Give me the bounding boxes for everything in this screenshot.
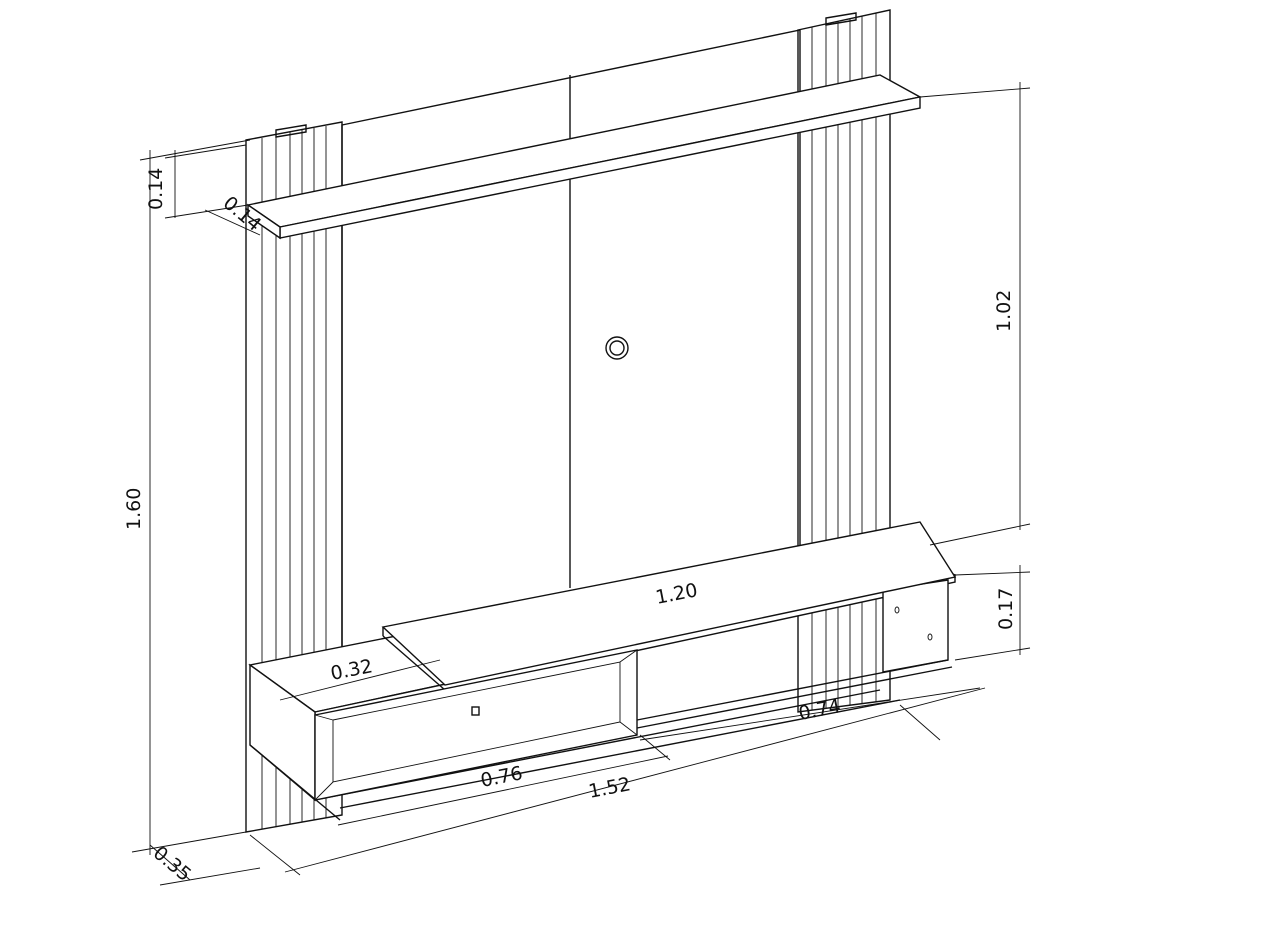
- dim-total-height: 1.60: [123, 488, 145, 530]
- drawer-handle-icon: [471, 706, 480, 716]
- dim-top-shelf-height: 0.14: [145, 168, 167, 210]
- dim-base-depth: 0.35: [149, 842, 196, 886]
- dim-total-width: 1.52: [587, 773, 633, 803]
- dim-panel-height: 1.02: [993, 290, 1015, 332]
- drawer: [314, 649, 638, 801]
- dimension-lines: [131, 82, 1031, 886]
- dim-cabinet-height: 0.17: [995, 588, 1017, 630]
- top-shelf: [246, 74, 923, 240]
- dim-top-shelf-depth: 0.14: [219, 192, 266, 236]
- upper-board: [381, 521, 957, 686]
- dim-niche-width: 0.74: [797, 695, 843, 725]
